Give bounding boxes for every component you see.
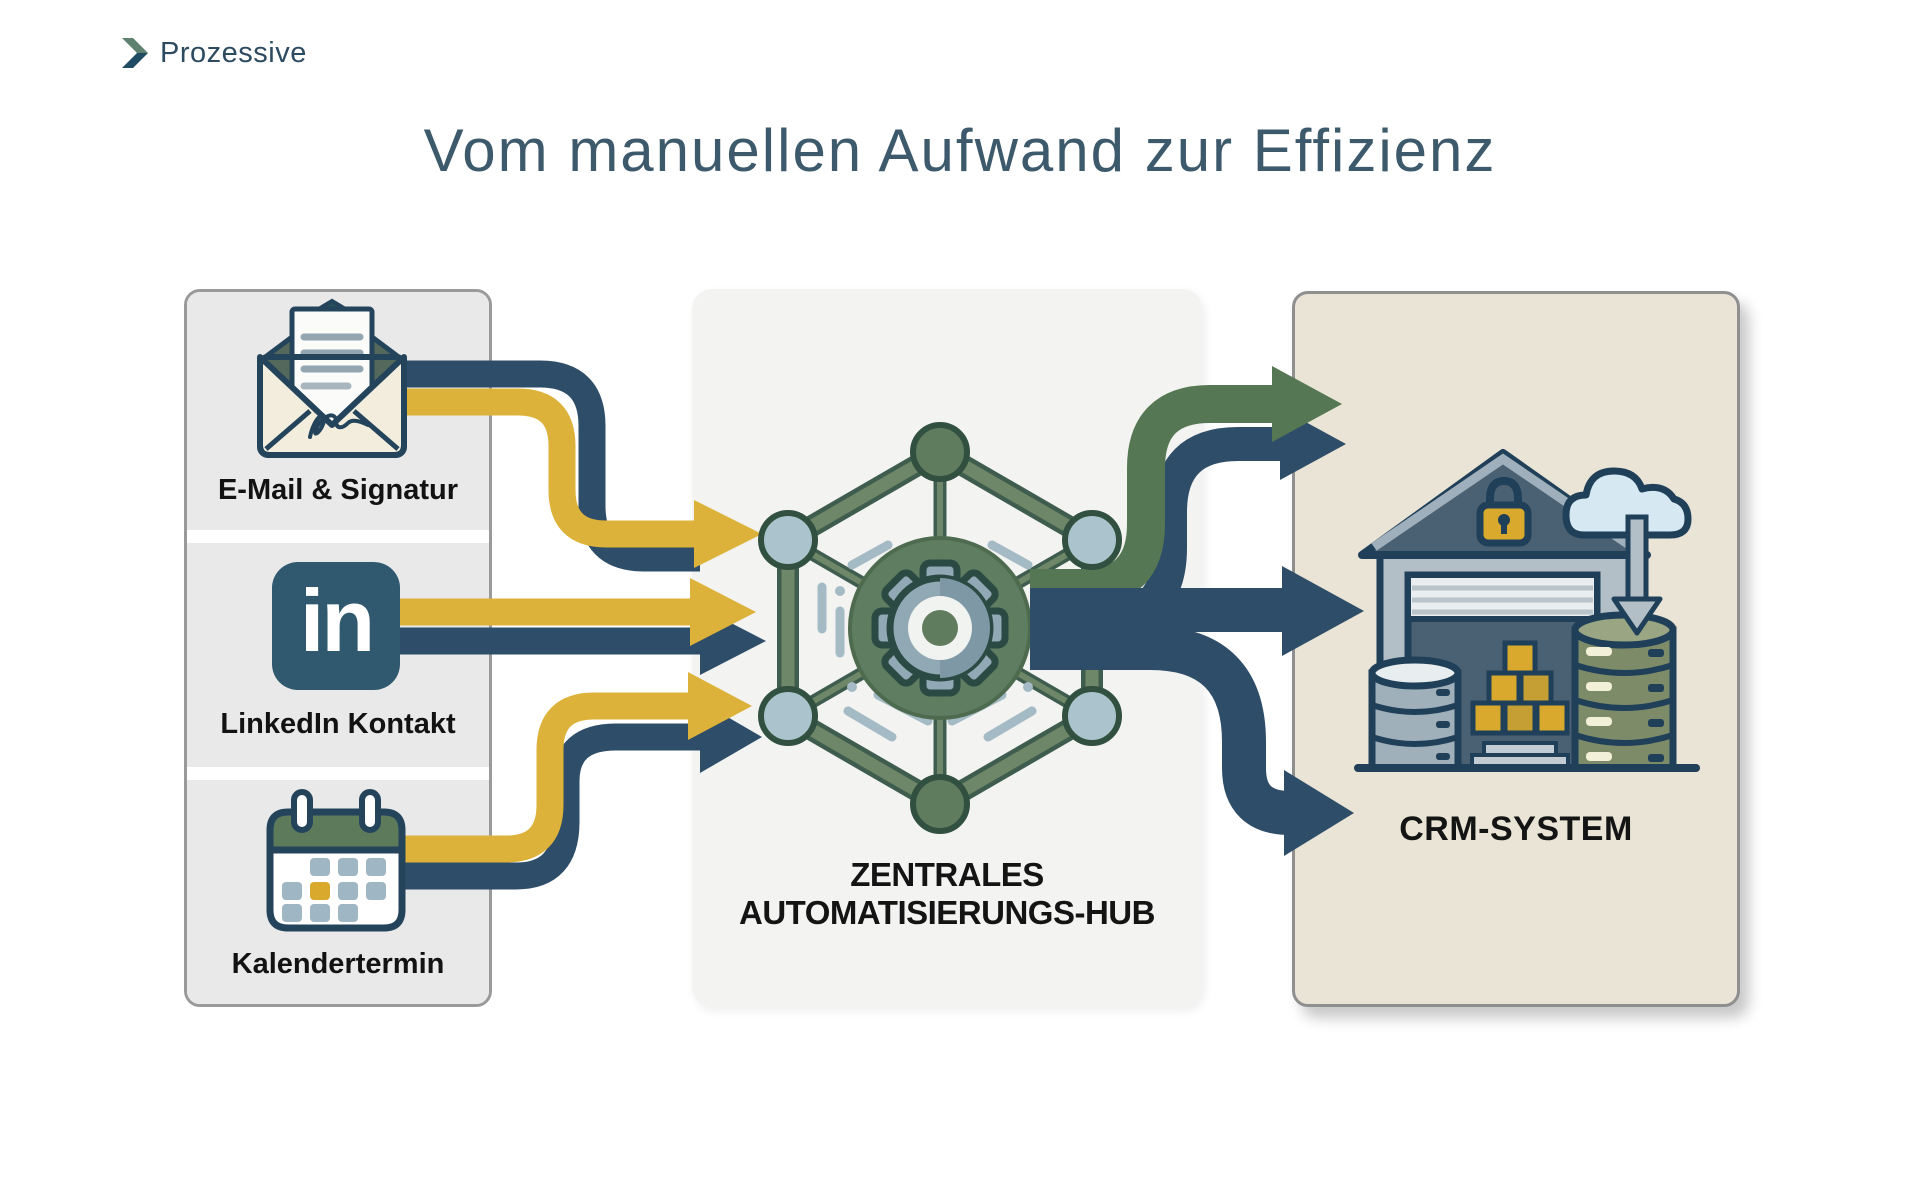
cloud-icon: [1562, 467, 1692, 539]
linkedin-label: LinkedIn Kontakt: [220, 708, 456, 740]
linkedin-glyph: in: [299, 571, 375, 670]
linkedin-icon: in: [272, 562, 400, 690]
warehouse-cloud-database-icon: [1354, 449, 1700, 772]
download-arrow-icon: [1611, 514, 1663, 636]
divider: [187, 767, 489, 780]
email-signature-icon: [257, 298, 407, 458]
gear-icon: [871, 559, 1009, 697]
chevron-arrow-icon: [122, 38, 148, 68]
signature-squiggle: [308, 413, 370, 439]
crm-label: CRM-SYSTEM: [1399, 810, 1633, 848]
database-right: [1571, 611, 1677, 772]
brand-name: Prozessive: [160, 36, 307, 69]
page-title: Vom manuellen Aufwand zur Effizienz: [423, 117, 1497, 184]
email-label: E-Mail & Signatur: [217, 474, 459, 506]
hub-nodes: [758, 422, 970, 834]
calendar-days: [282, 858, 386, 922]
calendar-label: Kalendertermin: [231, 948, 445, 980]
hub-label-line2: AUTOMATISIERUNGS-HUB: [739, 894, 1155, 931]
database-left: [1368, 656, 1462, 772]
boxes: [1470, 640, 1570, 736]
brand-logo: Prozessive: [120, 36, 307, 70]
padlock-icon: [1476, 476, 1532, 547]
calendar-icon: [266, 789, 406, 932]
divider: [187, 530, 489, 543]
hub-label-line1: ZENTRALES: [850, 856, 1044, 893]
network-gear-hub-icon: [758, 422, 1103, 834]
